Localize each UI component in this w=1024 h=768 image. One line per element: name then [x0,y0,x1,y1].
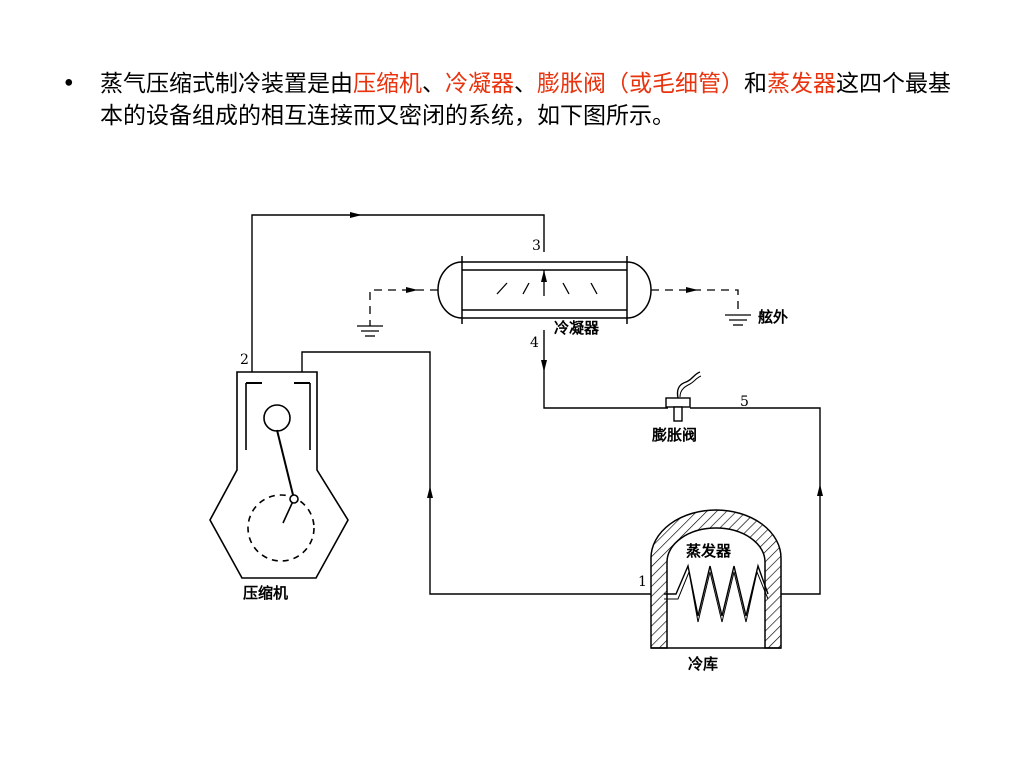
pipe-network [251,214,821,595]
liquid-pipe [543,330,668,409]
outboard-label: 舷外 [758,308,788,326]
condenser-right-head [626,261,652,319]
expansion-valve-label: 膨胀阀 [652,426,697,444]
bullet-point: • [62,71,76,97]
water-outlet-line [651,289,739,315]
suction-pipe [301,351,664,595]
flow-arrow [541,360,547,372]
compressor [209,371,349,579]
expansion-valve [665,371,702,422]
cold-store [650,509,782,649]
connecting-rod [276,429,295,500]
intro-paragraph: 蒸气压缩式制冷装置是由压缩机、冷凝器、膨胀阀（或毛细管）和蒸发器这四个最基本的设… [100,68,962,132]
compressor-label: 压缩机 [243,584,288,602]
point-label-1: 1 [638,574,647,590]
flow-arrow [406,287,418,293]
cold-store-insulation [650,509,782,649]
valve-stem [673,406,683,422]
cooling-water-lines [369,289,739,326]
condenser-label: 冷凝器 [554,319,600,337]
flow-arrow [350,212,362,218]
highlight-evaporator: 蒸发器 [767,71,836,97]
text-segment: 、 [422,71,445,97]
evaporator-coil [664,563,769,623]
compressor-housing [209,371,349,579]
point-label-5: 5 [740,394,749,410]
flow-arrow [686,287,698,293]
valve-body [665,397,691,408]
water-flow-arrows [406,287,698,293]
cold-store-label: 冷库 [688,655,718,673]
valve-outlet-pipe [690,407,821,595]
text-segment: 这四个最基本的设备组成的相互连接而又密闭的系统，如下图所示。 [100,71,951,129]
crankshaft-path [247,494,315,562]
highlight-condenser: 冷凝器 [445,71,514,97]
flow-arrow [817,484,823,496]
discharge-pipe [251,214,545,372]
flow-arrow [427,486,433,498]
valve-capillary [676,371,701,399]
text-segment: 和 [744,71,767,97]
piston [263,404,291,432]
highlight-compressor: 压缩机 [353,71,422,97]
text-segment: 、 [514,71,537,97]
condenser-inner-arrow [541,270,547,282]
condenser [437,256,652,324]
point-label-4: 4 [530,335,539,351]
point-label-3: 3 [532,238,541,254]
flow-arrows [350,212,823,498]
text-segment: 蒸气压缩式制冷装置是由 [100,71,353,97]
evaporator-label: 蒸发器 [686,542,732,560]
water-inlet-line [369,289,438,326]
point-label-2: 2 [240,352,249,368]
highlight-expansion-valve: 膨胀阀（或毛细管） [537,71,744,97]
ground-symbols [357,314,751,337]
condenser-left-head [437,261,463,319]
